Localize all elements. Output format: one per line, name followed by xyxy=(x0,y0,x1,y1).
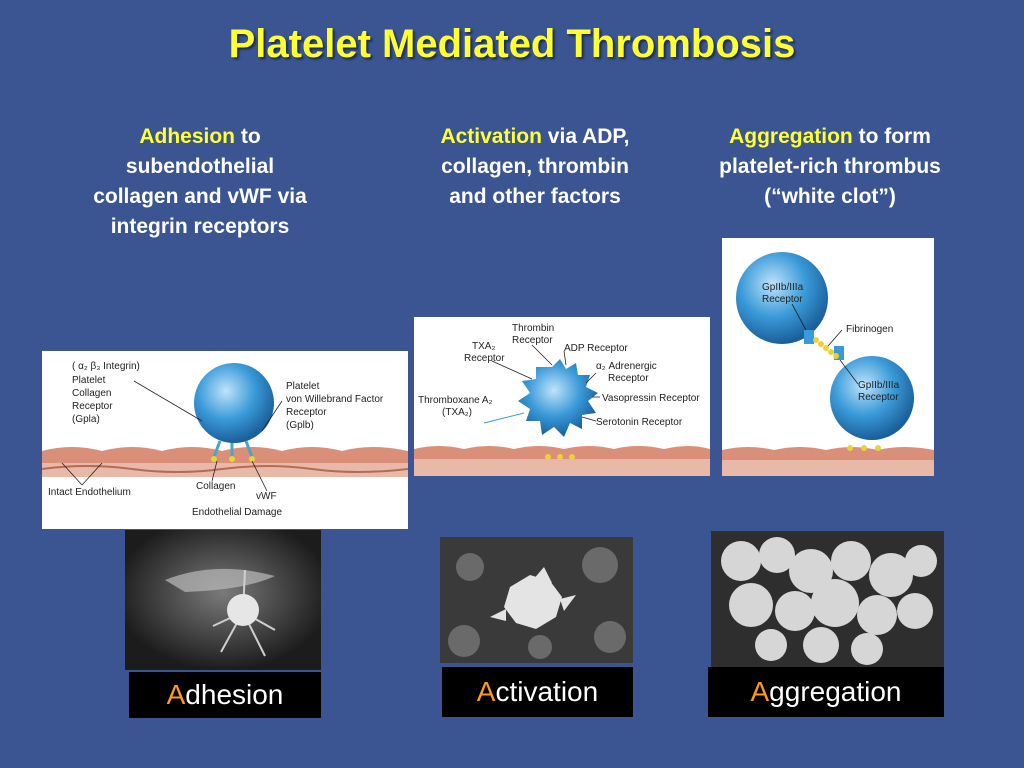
serotonin-receptor-label: Serotonin Receptor xyxy=(596,417,683,428)
endothelium-layer xyxy=(722,447,934,476)
collagen-receptor-label-1: Platelet xyxy=(72,375,106,386)
bottom-platelet-icon xyxy=(830,356,914,440)
endothelium-layer xyxy=(414,446,710,476)
label-first-letter: A xyxy=(750,676,770,707)
fibrinogen-label: Fibrinogen xyxy=(846,324,893,335)
caption-activation: Activation via ADP, collagen, thrombin a… xyxy=(405,122,665,212)
collagen-receptor-label-3: Receptor xyxy=(72,401,113,412)
adhesion-label: Adhesion xyxy=(129,672,321,718)
platelet-icon xyxy=(194,363,274,443)
collagen-receptor-label-4: (Gpla) xyxy=(72,414,100,425)
integrin-label: ( α₂ β₃ Integrin) xyxy=(72,361,140,372)
caption-text: to form xyxy=(852,125,931,148)
adhesion-diagram: ( α₂ β₃ Integrin) Platelet Collagen Rece… xyxy=(42,351,408,529)
vwf-receptor-label-1: Platelet xyxy=(286,381,320,392)
adhesion-micrograph xyxy=(125,530,321,670)
thrombin-receptor-label-1: Thrombin xyxy=(512,323,554,334)
activated-platelet-icon xyxy=(518,359,598,437)
label-rest: ggregation xyxy=(769,676,902,707)
vwf-receptor-label-4: (Gplb) xyxy=(286,420,314,431)
txa2-receptor-label-1: TXA₂ xyxy=(472,341,495,352)
top-receptor-label-2: Receptor xyxy=(762,294,803,305)
label-rest: ctivation xyxy=(495,676,599,707)
alpha2-receptor-label-1: α₂ Adrenergic xyxy=(596,361,657,372)
endothelial-damage-label: Endothelial Damage xyxy=(192,507,282,518)
vwf-receptor-label-3: Receptor xyxy=(286,407,327,418)
thromboxane-label-1: Thromboxane A₂ xyxy=(418,395,493,406)
vwf-label: vWF xyxy=(256,491,277,502)
caption-highlight: Adhesion xyxy=(139,125,235,148)
caption-highlight: Activation xyxy=(440,125,542,148)
caption-line: collagen, thrombin xyxy=(441,155,629,178)
caption-adhesion: Adhesion to subendothelial collagen and … xyxy=(50,122,350,242)
vasopressin-receptor-label: Vasopressin Receptor xyxy=(602,393,700,404)
endothelium-layer xyxy=(42,447,408,477)
alpha2-receptor-label-2: Receptor xyxy=(608,373,649,384)
adp-receptor-label: ADP Receptor xyxy=(564,343,628,354)
aggregation-micrograph xyxy=(711,531,944,668)
caption-line: and other factors xyxy=(449,185,621,208)
intact-endothelium-label: Intact Endothelium xyxy=(48,487,131,498)
top-platelet-icon xyxy=(736,252,828,344)
activation-micrograph xyxy=(440,537,633,663)
caption-line: platelet-rich thrombus xyxy=(719,155,941,178)
caption-text: to xyxy=(235,125,261,148)
thromboxane-label-2: (TXA₂) xyxy=(442,407,472,418)
label-first-letter: A xyxy=(476,676,496,707)
fibrinogen-chain xyxy=(804,330,844,360)
label-first-letter: A xyxy=(166,679,186,710)
caption-line: (“white clot”) xyxy=(764,185,896,208)
thrombin-receptor-label-2: Receptor xyxy=(512,335,553,346)
caption-aggregation: Aggregation to form platelet-rich thromb… xyxy=(680,122,980,212)
caption-text: via ADP, xyxy=(541,125,630,148)
txa2-receptor-label-2: Receptor xyxy=(464,353,505,364)
bottom-receptor-label-2: Receptor xyxy=(858,392,899,403)
caption-line: integrin receptors xyxy=(110,215,290,238)
vwf-receptor-label-2: von Willebrand Factor xyxy=(286,394,384,405)
collagen-label: Collagen xyxy=(196,481,235,492)
collagen-receptor-label-2: Collagen xyxy=(72,388,111,399)
caption-line: collagen and vWF via xyxy=(93,185,307,208)
bottom-receptor-label-1: GpIIb/IIIa xyxy=(858,380,900,391)
aggregation-diagram: GpIIb/IIIa Receptor Fibrinogen GpIIb/III… xyxy=(722,238,934,476)
activation-diagram: TXA₂ Receptor Thrombin Receptor ADP Rece… xyxy=(414,317,710,476)
aggregation-label: Aggregation xyxy=(708,667,944,717)
label-rest: dhesion xyxy=(185,679,284,710)
page-title: Platelet Mediated Thrombosis xyxy=(228,22,796,66)
caption-line: subendothelial xyxy=(125,155,275,178)
top-receptor-label-1: GpIIb/IIIa xyxy=(762,282,804,293)
activation-label: Activation xyxy=(442,667,633,717)
caption-highlight: Aggregation xyxy=(729,125,853,148)
